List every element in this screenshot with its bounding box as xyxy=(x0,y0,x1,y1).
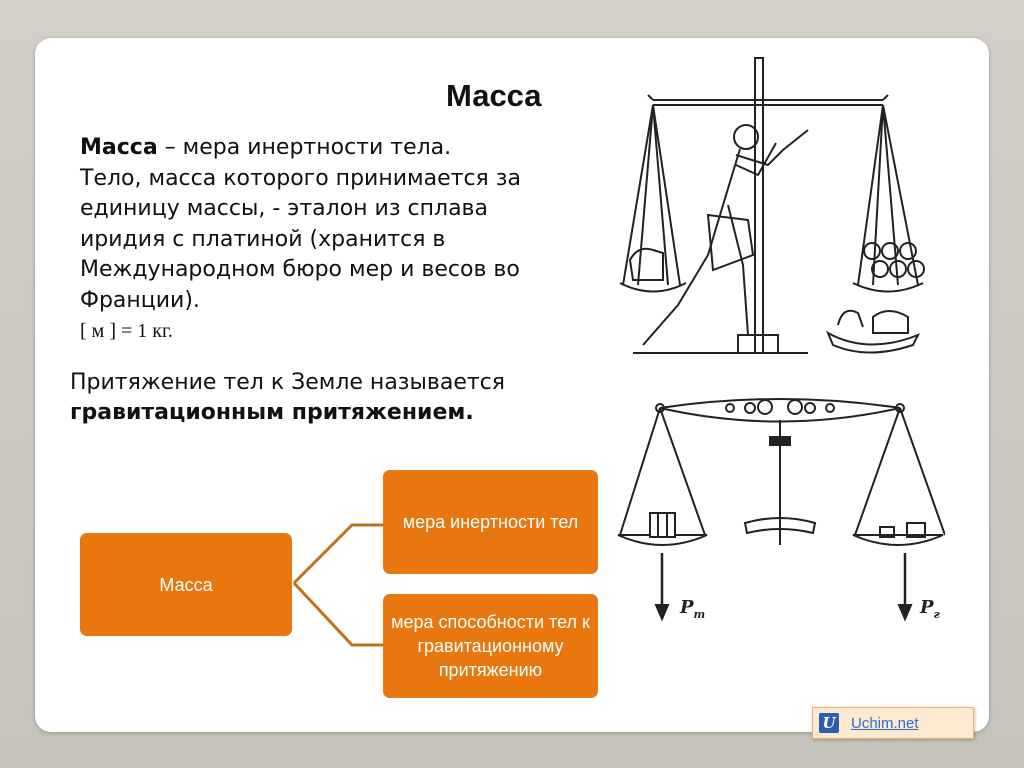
force-label-left: P xyxy=(679,597,694,618)
definition-line: иридия с платиной (хранится в xyxy=(80,226,446,252)
site-link[interactable]: Uchim.net xyxy=(851,714,919,732)
diagram-connector xyxy=(292,523,383,647)
mass-unit: [ м ] = 1 кг. xyxy=(80,320,173,342)
gravity-bold: гравитационным притяжением. xyxy=(70,400,474,425)
egyptian-balance-illustration xyxy=(619,57,925,354)
slide-title: Масса xyxy=(446,78,542,113)
definition-line: Международном бюро мер и весов во xyxy=(80,257,520,282)
definition-line: Франции). xyxy=(80,287,200,313)
diagram-root-mass: Масса xyxy=(80,533,292,636)
svg-text:Pг: Pг xyxy=(919,597,941,621)
definition-line: единицу массы, - эталон из сплава xyxy=(80,196,488,221)
gravity-plain: Притяжение тел к Земле называется xyxy=(70,370,505,395)
footer-badge[interactable]: U Uchim.net xyxy=(812,707,974,739)
diagram-branch-gravity: мера способности тел к гравитационному п… xyxy=(383,594,598,698)
mass-definition: Масса – мера инертности тела. Тело, масс… xyxy=(80,133,600,316)
force-label-right: P xyxy=(919,597,934,618)
force-label-right-sub: г xyxy=(934,608,941,621)
force-label-left-sub: т xyxy=(694,608,706,621)
svg-text:Pт: Pт xyxy=(679,597,705,621)
definition-rest: – мера инертности тела. xyxy=(157,135,452,160)
site-logo-icon: U xyxy=(819,713,839,733)
definition-term: Масса xyxy=(80,135,158,160)
gravity-statement: Притяжение тел к Земле называется гравит… xyxy=(70,368,590,428)
definition-line: Тело, масса которого принимается за xyxy=(80,165,521,191)
diagram-branch-inertia: мера инертности тел xyxy=(383,470,598,574)
balance-scale-illustration: Pт Pг xyxy=(617,398,945,622)
